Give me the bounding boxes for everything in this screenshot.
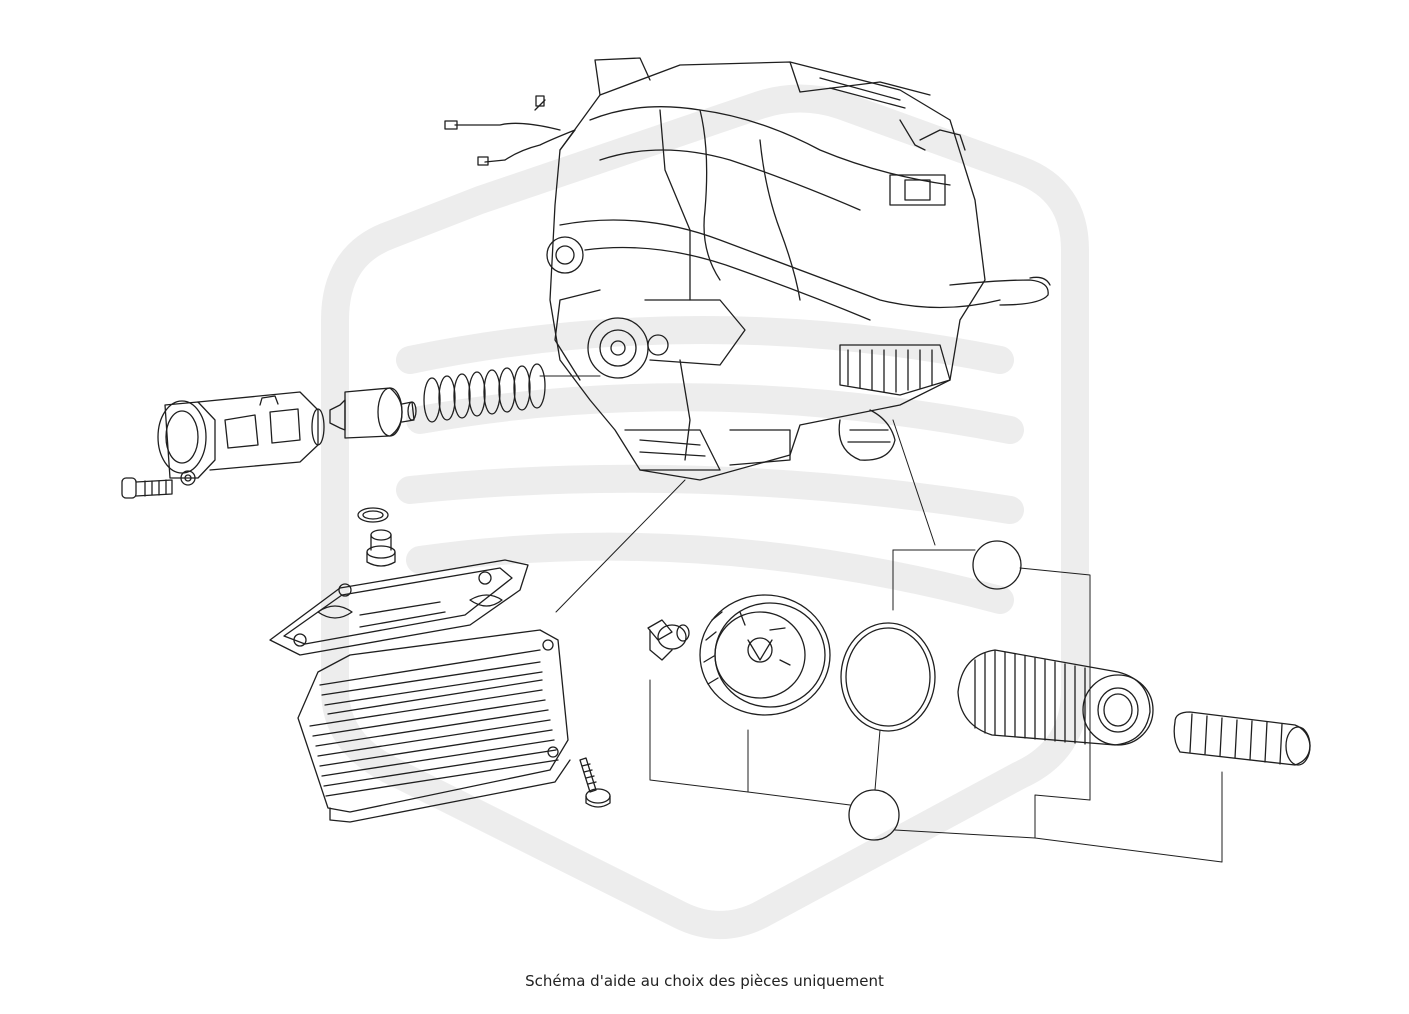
gasket-icon[interactable]: [269, 559, 529, 656]
filter-cap-icon[interactable]: [699, 594, 831, 716]
engine-assembly-icon[interactable]: [444, 57, 1051, 481]
bolt-icon[interactable]: [121, 477, 173, 499]
valve-housing-icon[interactable]: [157, 391, 325, 486]
callout-upper[interactable]: [972, 540, 1022, 590]
o-ring-icon[interactable]: [357, 507, 389, 523]
filter-cartridge-icon[interactable]: [957, 649, 1154, 746]
cooler-leader-line: [555, 479, 686, 613]
brand-logo-watermark: [321, 84, 1089, 939]
callout-bracket: [649, 419, 1223, 863]
plug-icon[interactable]: [647, 619, 690, 661]
heat-exchanger-icon[interactable]: [297, 629, 571, 823]
seal-ring-icon[interactable]: [840, 622, 936, 732]
bolt-icon[interactable]: [579, 757, 611, 808]
plug-icon[interactable]: [366, 529, 396, 567]
diagram-caption: Schéma d'aide au choix des pièces unique…: [525, 972, 884, 990]
coil-spring-icon[interactable]: [423, 363, 546, 423]
spring-core-icon[interactable]: [1173, 711, 1311, 766]
callout-lower[interactable]: [848, 789, 900, 841]
valve-plunger-icon[interactable]: [329, 387, 417, 439]
